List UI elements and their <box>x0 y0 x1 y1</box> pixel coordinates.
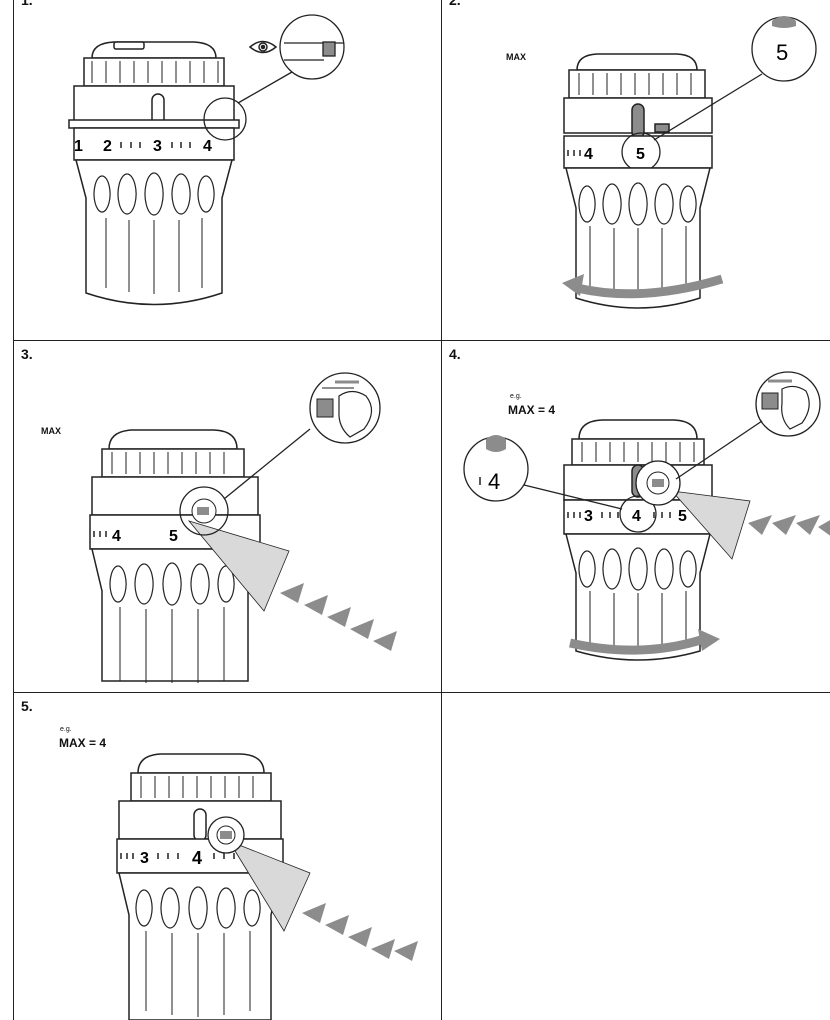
scale-ring: 4 5 <box>563 132 713 172</box>
finger-press-icon <box>338 390 373 438</box>
scale-mark-5: 5 <box>169 528 178 545</box>
step-4-max-eq-label: MAX = 4 <box>508 403 556 417</box>
rotate-arrow-icon <box>562 274 724 299</box>
step-1-illustration: 1 2 3 4 <box>68 14 345 306</box>
scale-mark-3: 3 <box>140 850 149 867</box>
scale-mark-5: 5 <box>678 508 687 525</box>
magnifier-callout-icon <box>223 372 381 500</box>
zoom-value-5: 5 <box>776 40 788 65</box>
scale-mark-1: 1 <box>74 138 83 155</box>
magnifier-callout-icon: 5 <box>653 16 817 141</box>
scale-mark-4: 4 <box>203 138 212 155</box>
thermostat-head-top <box>118 753 282 842</box>
finger-press-icon <box>781 385 810 430</box>
step-4-number: 4. <box>449 346 461 362</box>
thermostat-head-top <box>563 53 713 139</box>
thermostat-body <box>565 167 711 309</box>
step-1-panel: 1. 1 2 3 4 <box>13 0 442 341</box>
thermostat-head-top <box>91 429 259 516</box>
step-2-number: 2. <box>449 0 461 8</box>
scale-mark-3: 3 <box>584 508 593 525</box>
step-4-illustration: 3 4 5 <box>463 371 830 661</box>
step-3-panel: 3. MAX 4 5 <box>13 341 442 693</box>
scale-mark-4: 4 <box>192 848 202 868</box>
push-direction-arrows-icon <box>302 903 418 961</box>
magnifier-callout-icon <box>203 14 345 141</box>
thermostat-head-top <box>68 41 240 129</box>
empty-panel <box>442 693 830 1020</box>
scale-ring: 1 2 3 4 <box>73 127 235 161</box>
rotate-arrow-icon <box>569 629 720 655</box>
scale-mark-4: 4 <box>632 508 641 525</box>
step-5-illustration: 3 4 5 <box>116 753 418 1020</box>
scale-mark-4: 4 <box>584 146 593 163</box>
zoom-value-4: 4 <box>488 469 500 494</box>
step-5-number: 5. <box>21 698 33 714</box>
step-2-max-label: MAX <box>506 52 526 62</box>
step-3-number: 3. <box>21 346 33 362</box>
pressed-button-highlight <box>635 460 751 560</box>
magnifier-callout-icon: 4 <box>463 371 821 510</box>
step-2-panel: 2. MAX 4 5 <box>442 0 830 341</box>
thermostat-body <box>565 533 711 661</box>
step-1-number: 1. <box>21 0 33 8</box>
push-direction-arrows-icon <box>280 583 397 651</box>
step-3-illustration: 4 5 <box>89 372 397 683</box>
step-5-eg-label: e.g. <box>60 726 72 733</box>
eye-icon <box>248 40 278 54</box>
step-5-panel: 5. e.g. MAX = 4 3 4 5 <box>13 693 442 1020</box>
scale-mark-2: 2 <box>103 138 112 155</box>
scale-mark-5: 5 <box>636 146 645 163</box>
step-3-max-label: MAX <box>41 426 61 436</box>
step-4-panel: 4. e.g. MAX = 4 3 4 5 <box>442 341 830 693</box>
step-2-illustration: 4 5 5 <box>562 16 817 309</box>
thermostat-body <box>75 159 233 306</box>
step-5-max-eq-label: MAX = 4 <box>59 736 107 750</box>
thermostat-body <box>118 872 282 1020</box>
pressed-button-highlight <box>179 486 290 612</box>
pressed-button-highlight <box>207 816 311 932</box>
scale-mark-4: 4 <box>112 528 121 545</box>
push-direction-arrows-icon <box>748 515 830 536</box>
scale-mark-3: 3 <box>153 138 162 155</box>
step-4-eg-label: e.g. <box>510 393 522 400</box>
